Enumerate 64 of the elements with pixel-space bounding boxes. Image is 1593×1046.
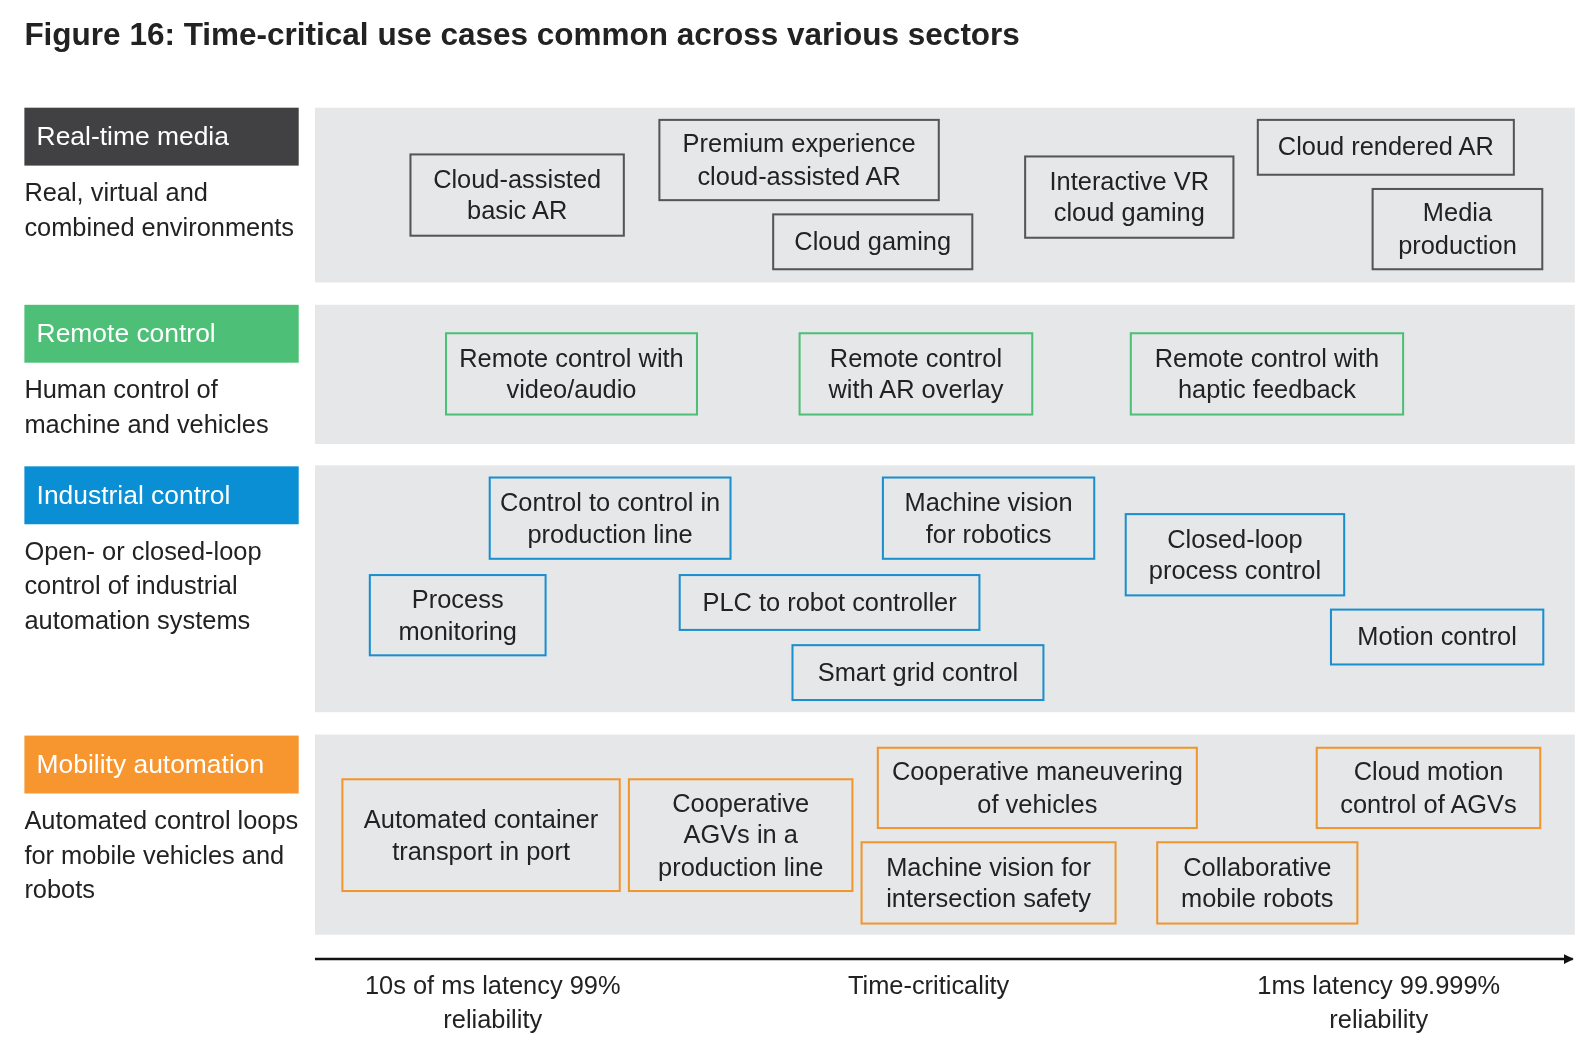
use-case-label: Automated container transport in port xyxy=(362,803,600,867)
use-case-box xyxy=(1256,118,1515,176)
use-case-box xyxy=(881,476,1096,560)
category-description: Automated control loops for mobile vehicles and robots xyxy=(24,804,300,905)
use-case-label: Cloud motion control of AGVs xyxy=(1339,756,1518,820)
use-case-box xyxy=(445,332,698,416)
axis-title: Time-criticality xyxy=(846,969,1011,1001)
use-case-label: Control to control in production line xyxy=(499,486,722,550)
use-case-box xyxy=(791,644,1045,702)
use-case-label: Cooperative AGVs in a production line xyxy=(657,787,825,883)
use-case-label: Cooperative maneuvering of vehicles xyxy=(890,756,1184,820)
use-case-box xyxy=(1024,155,1235,239)
category-band xyxy=(314,465,1575,713)
category-title: Mobility automation xyxy=(36,748,265,781)
use-case-box xyxy=(409,153,625,237)
use-case-label: Interactive VR cloud gaming xyxy=(1048,165,1211,229)
category-header xyxy=(24,735,299,794)
category-description: Human control of machine and vehicles xyxy=(24,373,270,440)
category-title: Industrial control xyxy=(36,479,231,512)
use-case-box xyxy=(678,574,981,631)
use-case-label: Remote control with AR overlay xyxy=(827,342,1005,406)
category-band xyxy=(314,107,1575,283)
use-case-box xyxy=(1329,608,1545,666)
use-case-box xyxy=(1129,332,1405,416)
category-title: Real-time media xyxy=(36,120,229,153)
use-case-label: PLC to robot controller xyxy=(702,586,957,619)
use-case-label: Motion control xyxy=(1357,621,1517,653)
use-case-label: Cloud rendered AR xyxy=(1277,131,1494,163)
use-case-label: Collaborative mobile robots xyxy=(1180,851,1335,915)
category-title: Remote control xyxy=(36,318,216,350)
axis-label: 1ms latency 99.999% reliability xyxy=(1256,969,1502,1035)
use-case-box xyxy=(1156,841,1359,925)
use-case-label: Cloud gaming xyxy=(794,225,952,258)
category-description: Real, virtual and combined environments xyxy=(24,176,296,243)
use-case-box xyxy=(1124,513,1346,597)
category-header xyxy=(24,466,299,525)
use-case-box xyxy=(658,118,940,202)
use-case-label: Remote control with haptic feedback xyxy=(1153,342,1381,406)
use-case-box xyxy=(1315,746,1542,830)
use-case-label: Smart grid control xyxy=(817,656,1019,689)
use-case-label: Machine vision for robotics xyxy=(903,486,1074,550)
use-case-label: Process monitoring xyxy=(397,583,518,647)
use-case-box xyxy=(772,213,974,271)
use-case-box xyxy=(341,778,621,893)
use-case-box xyxy=(1371,187,1544,271)
category-header xyxy=(24,304,299,363)
use-case-box xyxy=(876,746,1198,830)
category-header xyxy=(24,107,299,166)
use-case-box xyxy=(860,841,1117,925)
category-description: Open- or closed-loop control of industrial automation systems xyxy=(24,535,263,636)
use-case-label: Remote control with video/audio xyxy=(458,342,685,406)
use-case-box xyxy=(368,574,547,657)
use-case-label: Cloud-assisted basic AR xyxy=(432,163,603,227)
use-case-label: Machine vision for intersection safety xyxy=(885,851,1092,915)
use-case-box xyxy=(798,332,1034,416)
axis-label: 10s of ms latency 99% reliability xyxy=(364,969,622,1035)
category-band xyxy=(314,304,1575,444)
use-case-label: Premium experience cloud-assisted AR xyxy=(681,128,917,192)
figure-title: Figure 16: Time-critical use cases common across various sectors xyxy=(24,16,1020,53)
category-band xyxy=(314,734,1575,935)
use-case-label: Closed-loop process control xyxy=(1147,523,1323,587)
use-case-box xyxy=(488,476,732,560)
use-case-box xyxy=(627,778,854,893)
use-case-label: Media production xyxy=(1397,197,1518,261)
